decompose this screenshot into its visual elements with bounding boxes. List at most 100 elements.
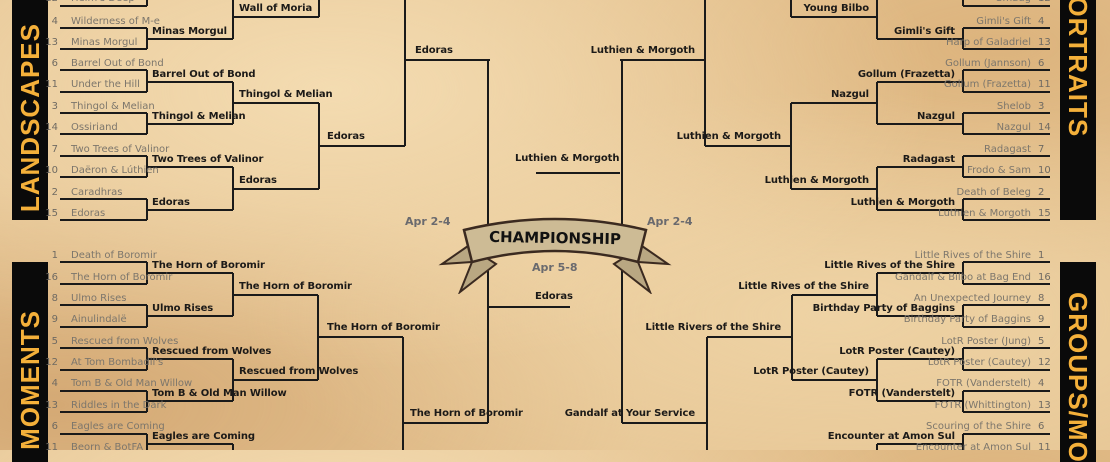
round3-winner: The Horn of Boromir	[239, 281, 352, 292]
entry-name: Helm's Deep	[71, 0, 135, 6]
entry-name: Death of Boromir	[71, 250, 157, 261]
entry-name: LotR Poster (Cautey)	[927, 357, 1031, 368]
seed-number: 15	[1038, 208, 1051, 219]
bracket-lines	[60, 0, 1051, 450]
seed-number: 8	[51, 293, 58, 304]
entry-name: Little Rives of the Shire	[914, 250, 1031, 261]
region-label-moments: MOMENTS	[12, 262, 48, 462]
round4-winner: The Horn of Boromir	[327, 322, 440, 333]
region-champion: The Horn of Boromir	[410, 408, 523, 419]
round2-winner: Tom B & Old Man Willow	[152, 388, 287, 399]
seed-number: 6	[51, 58, 58, 69]
round2-winner: Birthday Party of Baggins	[812, 303, 955, 314]
entry-name: Minas Morgul	[71, 37, 138, 48]
entry-name: Ossiriand	[71, 122, 118, 133]
round2-winner: Nazgul	[916, 111, 955, 122]
seed-number: 10	[45, 165, 58, 176]
round2-winner: Encounter at Amon Sul	[827, 431, 955, 442]
entry-name: Harp of Galadriel	[945, 37, 1031, 48]
region-title: PORTRAITS	[1063, 0, 1093, 138]
seed-number: 12	[1038, 0, 1051, 6]
semifinal-date-right: Apr 2-4	[647, 215, 693, 228]
region-champion: Edoras	[415, 45, 453, 56]
seed-number: 11	[1038, 79, 1051, 90]
seed-number: 15	[45, 208, 58, 219]
entry-name: Eagles are Coming	[71, 421, 165, 432]
round2-winner: Gollum (Frazetta)	[857, 69, 955, 80]
entry-name: Smaug	[996, 0, 1031, 6]
entry-name: Encounter at Amon Sul	[915, 442, 1031, 453]
region-title: GROUPS/MO	[1063, 292, 1093, 462]
entry-name: Shelob	[996, 101, 1031, 112]
seed-number: 14	[1038, 122, 1051, 133]
seed-number: 7	[1038, 144, 1045, 155]
entry-name: Birthday Party of Baggins	[903, 314, 1031, 325]
entry-name: Under the Hill	[71, 79, 140, 90]
entry-name: FOTR (Vanderstelt)	[936, 378, 1031, 389]
seed-number: 8	[1038, 293, 1045, 304]
round4-winner: Edoras	[327, 131, 365, 142]
seed-number: 13	[1038, 37, 1051, 48]
seed-number: 10	[1038, 165, 1051, 176]
seed-number: 12	[45, 0, 58, 6]
semifinal-date-left: Apr 2-4	[405, 215, 451, 228]
region-label-landscapes: LANDSCAPES	[12, 0, 48, 220]
seed-number: 4	[1038, 378, 1045, 389]
round2-winner: Barrel Out of Bond	[152, 69, 256, 80]
round3-winner: Thingol & Melian	[239, 89, 333, 100]
entry-name: Ainulindalë	[71, 314, 127, 325]
seed-number: 13	[45, 400, 58, 411]
round4-winner: Little Rivers of the Shire	[645, 322, 781, 333]
round2-winner: Gimli's Gift	[894, 26, 955, 37]
seed-number: 4	[51, 16, 58, 27]
seed-number: 12	[1038, 357, 1051, 368]
round2-winner: Ulmo Rises	[152, 303, 214, 314]
seed-number: 3	[1038, 101, 1045, 112]
seed-number: 14	[45, 122, 58, 133]
round3-winner: LotR Poster (Cautey)	[753, 366, 869, 377]
seed-number: 5	[51, 336, 58, 347]
round3-winner: Wall of Moria	[239, 3, 313, 14]
seed-number: 11	[45, 442, 58, 453]
seed-number: 5	[1038, 336, 1045, 347]
region-label-groups: GROUPS/MO	[1060, 262, 1096, 462]
seed-number: 11	[45, 79, 58, 90]
round2-winner: The Horn of Boromir	[152, 260, 265, 271]
entry-name: Gollum (Jannson)	[945, 58, 1031, 69]
round2-winner: Edoras	[152, 197, 190, 208]
entry-name: Caradhras	[71, 187, 123, 198]
entry-name: Gimli's Gift	[976, 16, 1031, 27]
championship-title: CHAMPIONSHIP	[488, 227, 622, 249]
seed-number: 1	[1038, 250, 1045, 261]
entry-name: Gollum (Frazetta)	[943, 79, 1031, 90]
round2-winner: Thingol & Melian	[152, 111, 246, 122]
region-title: LANDSCAPES	[15, 22, 45, 212]
championship-date: Apr 5-8	[532, 261, 578, 274]
round3-winner: Young Bilbo	[803, 3, 870, 14]
entry-name: Death of Beleg	[956, 187, 1031, 198]
round3-winner: Little Rives of the Shire	[738, 281, 869, 292]
entry-name: Scouring of the Shire	[926, 421, 1031, 432]
entry-name: The Horn of Boromir	[71, 272, 173, 283]
round3-winner: Edoras	[239, 175, 277, 186]
entry-name: Nazgul	[996, 122, 1031, 133]
seed-number: 9	[1038, 314, 1045, 325]
seed-number: 1	[51, 250, 58, 261]
entry-name: Tom B & Old Man Willow	[71, 378, 193, 389]
round2-winner: Little Rives of the Shire	[824, 260, 955, 271]
seed-number: 16	[45, 272, 58, 283]
entry-name: Gandalf & Bilbo at Bag End	[895, 272, 1031, 283]
round2-winner: Rescued from Wolves	[152, 346, 272, 357]
entry-name: Ulmo Rises	[71, 293, 127, 304]
round2-winner: LotR Poster (Cautey)	[839, 346, 955, 357]
finalist-left: Edoras	[535, 291, 573, 302]
seed-number: 6	[1038, 421, 1045, 432]
seed-number: 9	[51, 314, 58, 325]
entry-name: LotR Poster (Jung)	[941, 336, 1031, 347]
round2-winner: Radagast	[902, 154, 955, 165]
round2-winner: Two Trees of Valinor	[152, 154, 264, 165]
seed-number: 13	[1038, 400, 1051, 411]
round2-winner: FOTR (Vanderstelt)	[848, 388, 955, 399]
seed-number: 11	[1038, 442, 1051, 453]
seed-number: 2	[1038, 187, 1045, 198]
